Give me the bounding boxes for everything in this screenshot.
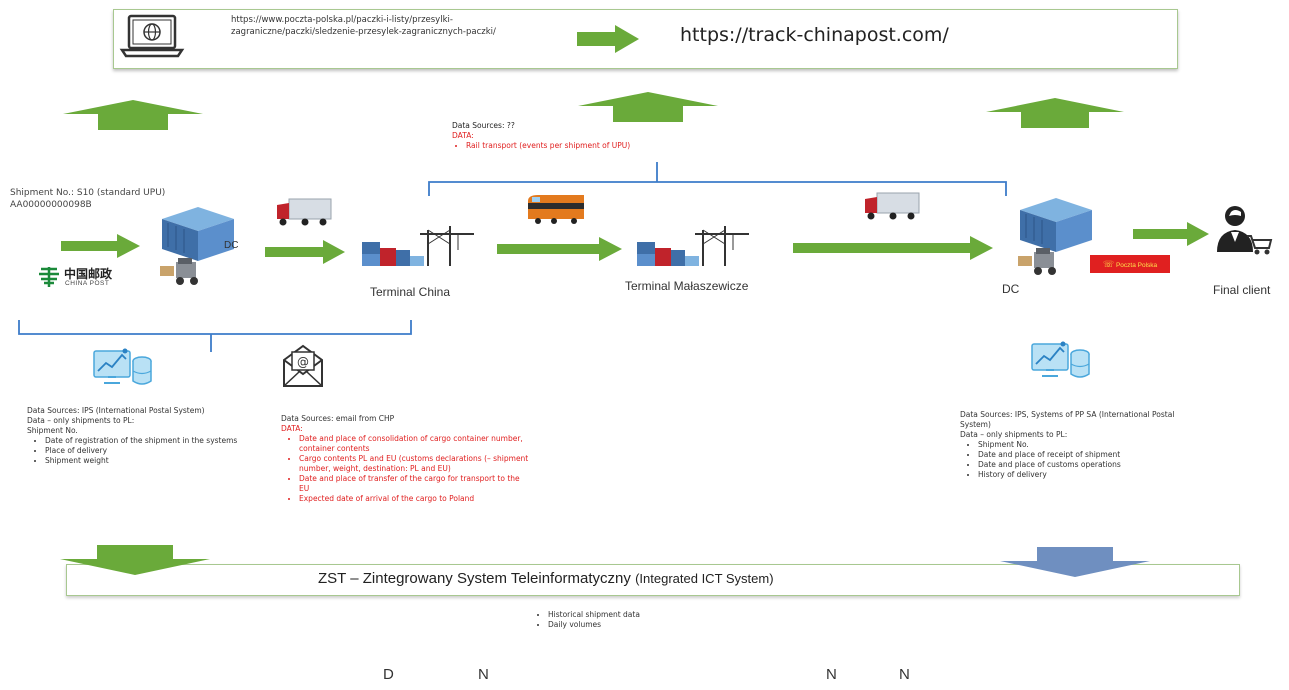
arrow-to-dc-right (793, 236, 993, 260)
left-sources-line3: Shipment No. (27, 426, 78, 435)
forklift-right-icon (1018, 248, 1056, 275)
china-post-tracking-link[interactable]: https://track-chinapost.com/ (680, 24, 949, 46)
rail-sources-title: Data Sources: ?? (452, 121, 515, 130)
up-arrow-center (578, 92, 718, 122)
dc-right-label: DC (1002, 282, 1020, 296)
email-data-sources: Data Sources: email from CHP DATA: Date … (281, 414, 531, 504)
shipment-number: Shipment No.: S10 (standard UPU) (10, 188, 166, 198)
china-post-cn: 中国邮政 (64, 267, 113, 281)
left-sources-title: Data Sources: IPS (International Postal … (27, 406, 205, 415)
poczta-polska-badge: ☏ Poczta Polska (1090, 255, 1170, 273)
left-sources-item: Place of delivery (45, 446, 267, 456)
left-sources-line2: Data – only shipments to PL: (27, 416, 135, 425)
monitor-database-left-icon (93, 348, 152, 385)
arrow-to-terminal-china (265, 240, 345, 264)
poczta-tracking-link[interactable]: https://www.poczta-polska.pl/paczki-i-li… (231, 15, 496, 37)
email-data-item: Cargo contents PL and EU (customs declar… (299, 454, 531, 474)
truck-right-icon (865, 192, 920, 220)
right-sources-title: Data Sources: IPS, Systems of PP SA (Int… (960, 410, 1175, 429)
right-sources-item: Date and place of customs operations (978, 460, 1180, 470)
right-data-sources: Data Sources: IPS, Systems of PP SA (Int… (960, 410, 1180, 480)
poczta-polska-badge-label: Poczta Polska (1115, 262, 1158, 269)
arrow-to-final-client (1133, 222, 1209, 246)
rail-data-item: Rail transport (events per shipment of U… (466, 141, 732, 151)
email-data-item: Date and place of consolidation of cargo… (299, 434, 531, 454)
terminal-china-icon (362, 226, 474, 266)
arrow-to-dc-left (61, 234, 140, 258)
laptop-globe-icon (119, 14, 185, 58)
email-envelope-icon: @ (283, 344, 323, 387)
footer-letter: N (899, 666, 910, 683)
down-arrow-left (60, 545, 210, 575)
right-sources-line2: Data – only shipments to PL: (960, 430, 1068, 439)
zst-items: Historical shipment data Daily volumes (530, 610, 730, 630)
email-data-item: Date and place of transfer of the cargo … (299, 474, 531, 494)
arrow-to-terminal-malaszewicze (497, 237, 622, 261)
china-post-emblem-icon (39, 267, 59, 287)
left-sources-item: Shipment weight (45, 456, 267, 466)
up-arrow-left (63, 100, 203, 130)
warehouse-dc-right-icon (1020, 198, 1092, 252)
rail-data-sources: Data Sources: ?? DATA: Rail transport (e… (452, 121, 732, 151)
footer-letter: N (478, 666, 489, 683)
left-data-sources: Data Sources: IPS (International Postal … (27, 406, 267, 466)
client-with-cart-icon (1217, 206, 1273, 255)
warehouse-dc-left-icon (162, 207, 234, 261)
right-sources-item: History of delivery (978, 470, 1180, 480)
china-post-en: CHINA POST (65, 280, 110, 287)
terminal-malaszewicze-icon (637, 226, 749, 266)
zst-item: Daily volumes (548, 620, 730, 630)
zst-system-box (66, 564, 1240, 596)
truck-left-icon (277, 198, 332, 226)
zst-title-main: ZST – Zintegrowany System Teleinformatyc… (318, 570, 631, 587)
down-arrow-right (1000, 547, 1150, 577)
footer-letter: D (383, 666, 394, 683)
rail-data-label: DATA: (452, 131, 474, 140)
right-sources-item: Date and place of receipt of shipment (978, 450, 1180, 460)
rail-bracket (428, 162, 1007, 196)
left-bracket (18, 320, 412, 352)
post-horn-icon: ☏ (1102, 259, 1115, 269)
footer-letter: N (826, 666, 837, 683)
zst-title-sub: (Integrated ICT System) (635, 571, 774, 586)
email-data-label: DATA: (281, 424, 303, 433)
email-data-item: Expected date of arrival of the cargo to… (299, 494, 531, 504)
monitor-database-right-icon (1031, 341, 1090, 378)
shipment-code: AA00000000098B (10, 200, 92, 210)
china-post-logo: 中国邮政 CHINA POST (38, 265, 138, 291)
up-arrow-right (986, 98, 1124, 128)
terminal-china-label: Terminal China (370, 285, 451, 299)
terminal-malaszewicze-label: Terminal Małaszewicze (625, 279, 749, 293)
left-sources-item: Date of registration of the shipment in … (45, 436, 267, 446)
right-sources-item: Shipment No. (978, 440, 1180, 450)
shipment-info: Shipment No.: S10 (standard UPU) AA00000… (10, 187, 165, 211)
url-arrow-right (577, 25, 639, 53)
forklift-left-icon (160, 258, 198, 285)
final-client-label: Final client (1213, 283, 1271, 297)
email-sources-title: Data Sources: email from CHP (281, 414, 395, 423)
train-icon (528, 195, 584, 224)
tracking-url-bar (113, 9, 1178, 69)
dc-left-badge: DC (224, 240, 239, 251)
svg-text:@: @ (297, 355, 309, 369)
zst-item: Historical shipment data (548, 610, 730, 620)
zst-title: ZST – Zintegrowany System Teleinformatyc… (318, 570, 774, 587)
